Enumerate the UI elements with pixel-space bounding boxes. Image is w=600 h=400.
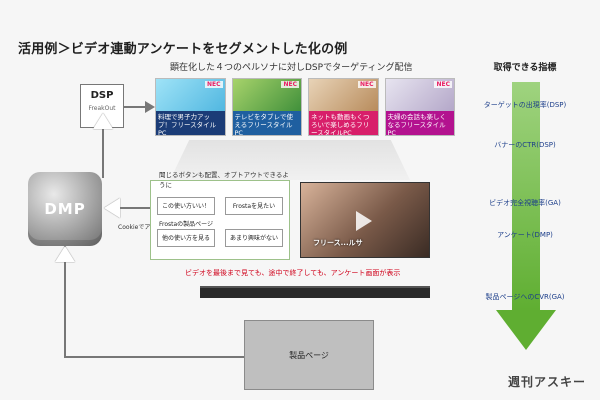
survey-display-note: ビデオを最後まで見ても、途中で終了しても、アンケート画面が表示	[185, 269, 401, 277]
slide-title: 活用例＞ビデオ連動アンケートをセグメントした化の例	[18, 42, 348, 57]
metric-5: 製品ページへのCVR(GA)	[485, 293, 565, 301]
connector-dmp-to-dsp	[102, 128, 104, 178]
dmp-database: DMP	[28, 172, 102, 246]
persona-label: テレビをタブレで使えるフリースタイルPC	[232, 111, 301, 135]
survey-header: 聞じるボタンも配置、オプトアウトできるように	[159, 171, 289, 189]
arrow-down-icon	[496, 310, 556, 350]
dsp-label: DSP	[90, 90, 114, 101]
connector-product-left	[64, 356, 244, 358]
connector-survey-to-dmp	[120, 207, 150, 209]
brand-badge: NEC	[281, 81, 299, 88]
metric-3: ビデオ完全視聴率(GA)	[489, 199, 561, 207]
persona-banner-row: NEC 料理で男子力アップ！フリースタイルPC NEC テレビをタブレで使えるフ…	[155, 78, 455, 136]
funnel-shape	[170, 140, 410, 180]
persona-banner-2[interactable]: NEC テレビをタブレで使えるフリースタイルPC	[231, 78, 302, 136]
arrow-down-shaft	[512, 82, 540, 312]
metric-2: バナーのCTR(DSP)	[494, 141, 556, 149]
arrow-left-icon	[104, 198, 120, 218]
persona-banner-3[interactable]: NEC ネットも動画もくつろいで楽しめるフリースタイルPC	[308, 78, 379, 136]
dsp-sub-label: FreakOut	[88, 105, 116, 112]
arrow-right-icon	[145, 101, 155, 113]
slide-subtitle: 顕在化した４つのペルソナに対しDSPでターゲティング配信	[170, 63, 413, 73]
brand-badge: NEC	[357, 81, 376, 88]
persona-label: 料理で男子力アップ！フリースタイルPC	[156, 111, 225, 135]
play-icon[interactable]	[356, 211, 372, 231]
player-controls[interactable]	[200, 286, 430, 298]
watermark-logo: 週刊アスキー	[507, 375, 586, 389]
survey-option-3[interactable]: 他の使い方を見る	[157, 229, 215, 247]
metrics-title: 取得できる指標	[493, 63, 557, 73]
metric-4: アンケート(DMP)	[497, 231, 553, 239]
product-page-box: 製品ページ	[244, 320, 374, 390]
metrics-column: 取得できる指標 ターゲットの出現率(DSP) バナーのCTR(DSP) ビデオ完…	[470, 60, 580, 350]
survey-option-4[interactable]: あまり興味がない	[225, 229, 283, 247]
survey-panel: 聞じるボタンも配置、オプトアウトできるように この使い方いい！Frostaの製品…	[150, 171, 290, 260]
persona-banner-4[interactable]: NEC 夫婦の会話も楽しくなるフリースタイルPC	[384, 78, 455, 136]
brand-badge: NEC	[204, 81, 223, 88]
persona-label: 夫婦の会話も楽しくなるフリースタイルPC	[385, 111, 454, 135]
survey-option-2[interactable]: Frostaを見たい	[225, 197, 283, 215]
video-player[interactable]: フリース...ルサ	[300, 182, 430, 258]
arrow-up-icon	[55, 246, 75, 262]
survey-option-1[interactable]: この使い方いい！Frostaの製品ページへ	[157, 197, 215, 246]
connector-dmp-down	[64, 246, 66, 356]
database-icon-label: DMP	[44, 200, 86, 218]
connector-dsp-to-personas	[124, 106, 150, 108]
product-page-label: 製品ページ	[289, 350, 329, 360]
video-overlay-text: フリース...ルサ	[313, 239, 363, 247]
persona-banner-1[interactable]: NEC 料理で男子力アップ！フリースタイルPC	[155, 78, 226, 136]
arrow-up-icon	[93, 113, 113, 129]
persona-label: ネットも動画もくつろいで楽しめるフリースタイルPC	[309, 111, 378, 135]
brand-badge: NEC	[434, 81, 452, 88]
metric-1: ターゲットの出現率(DSP)	[483, 101, 567, 109]
